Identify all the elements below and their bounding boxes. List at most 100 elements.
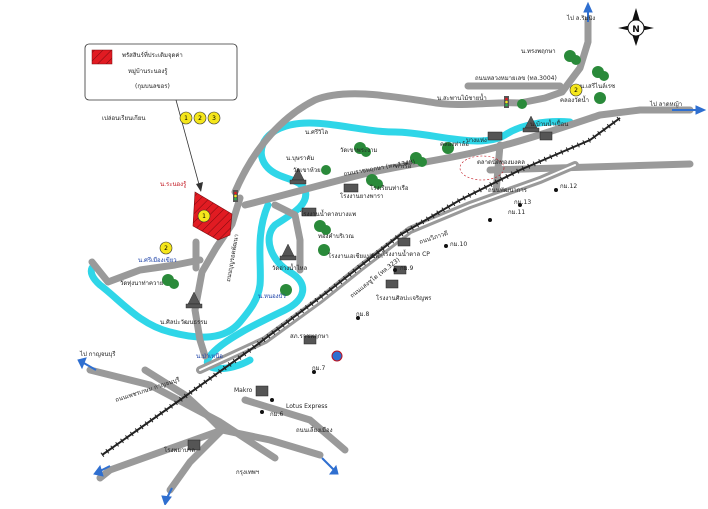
label-factory-f: โรงงานศิลปะเจริญพร bbox=[376, 294, 432, 302]
label-tha-ruea: ท่าเรือ bbox=[395, 162, 412, 170]
legend: พรัสสินร์ที่ประเดิมจุดค่า หมู่บ้านระนองร… bbox=[84, 43, 238, 101]
label-bridge: น.สะพานไม้ชายน้ำ bbox=[437, 92, 487, 102]
label-factory-e: โรงงานน้ำตาล CP bbox=[382, 248, 430, 258]
arrow-north-icon bbox=[583, 1, 593, 13]
label-nearby: ถนนเลี่ยงเมือง bbox=[296, 426, 333, 434]
label-wat-left: วัดทุ่งนาท่าควาย bbox=[120, 280, 163, 287]
legend-leader-line bbox=[175, 99, 201, 189]
legend-line-3: (กุมบนลขอร) bbox=[135, 83, 170, 90]
label-west-town: เปล่อนเรียนเกียน bbox=[102, 114, 145, 122]
label-wat-kho: วัดเขาห้วย bbox=[293, 167, 321, 174]
label-canal-right: น.บ้านน้ำเปื้อน bbox=[530, 118, 568, 128]
marker-site-2[interactable]: 2 bbox=[159, 241, 173, 255]
legend-line-2: หมู่บ้านระนองรู้ bbox=[128, 68, 168, 75]
marker-legend-2[interactable]: 2 bbox=[193, 111, 207, 125]
tree-icon bbox=[321, 165, 331, 175]
arrow-west-icon bbox=[77, 357, 87, 370]
label-factory-c: โรงงานเอเชียแปซิฟิก bbox=[328, 252, 383, 260]
label-wat-green: วัดเขาพระงาม bbox=[340, 147, 377, 154]
tree-icon bbox=[442, 142, 454, 154]
label-area2: น.ศรีเมืองเขียว bbox=[138, 256, 177, 264]
compass-letter: N bbox=[632, 25, 640, 35]
label-market-mid: ตลาดนัดทองมงคล bbox=[477, 159, 525, 166]
label-cp: ทองคำบริเวณ bbox=[318, 233, 354, 240]
highlight-circle bbox=[459, 155, 505, 181]
legend-line-1: พรัสสินร์ที่ประเดิมจุดค่า bbox=[122, 51, 183, 59]
roads bbox=[86, 16, 694, 494]
label-km11: กม.11 bbox=[508, 209, 525, 216]
svg-text:3: 3 bbox=[212, 115, 216, 122]
compass-icon: N bbox=[618, 8, 654, 46]
factory-icon bbox=[303, 335, 317, 345]
label-kho-sai: โรงเรียนท่าเรือ bbox=[370, 184, 409, 192]
temple-icon bbox=[289, 167, 307, 185]
label-school: น.ศรีวิไล bbox=[305, 128, 328, 136]
label-khlong-ta: คลองท่าล้อ bbox=[440, 141, 469, 148]
factory-icon bbox=[385, 279, 399, 289]
svg-text:1: 1 bbox=[184, 115, 188, 122]
label-road-south: ถนนพัฒนาการ bbox=[488, 187, 528, 194]
legend-swatch bbox=[91, 49, 113, 65]
factory-icon bbox=[301, 207, 317, 217]
label-ban-right: น.เสรีไนล์เรซ bbox=[580, 82, 615, 90]
tree-icon bbox=[318, 244, 330, 256]
railway bbox=[100, 115, 622, 458]
traffic-lights bbox=[233, 96, 509, 202]
label-km7: กม.7 bbox=[312, 365, 325, 372]
label-area-south: น.ศิลปะวัฒนธรรม bbox=[160, 319, 208, 326]
label-km6: กม.6 bbox=[270, 411, 283, 418]
tree-icon bbox=[564, 50, 581, 65]
traffic-light-icon bbox=[504, 96, 509, 108]
label-pa-nia: น.ป่าเหนือ bbox=[196, 352, 223, 360]
traffic-light-icon bbox=[233, 190, 238, 202]
arrow-east-icon bbox=[695, 105, 707, 115]
label-wat-thanam: วัดอ่างน้ำไหล bbox=[272, 262, 308, 272]
label-to-bkk: กรุงเทพฯ bbox=[236, 469, 259, 476]
arrow-southeast-icon bbox=[329, 464, 339, 475]
label-project: น.ระนองรู้ bbox=[160, 181, 187, 188]
label-km12: กม.12 bbox=[560, 183, 577, 190]
label-km13: กม.13 bbox=[514, 199, 531, 206]
mall-icon bbox=[187, 439, 201, 451]
river bbox=[87, 118, 574, 373]
tree-icon bbox=[354, 142, 371, 157]
label-makro: Makro bbox=[234, 387, 253, 394]
label-wat-nong: น.หนองบัว bbox=[258, 293, 286, 300]
label-rd-saeng: ถนนแสงชูโต (ทล.323) bbox=[348, 256, 401, 300]
label-nakhon-one: น.ทรงพฤกษา bbox=[521, 48, 556, 55]
arrow-south-icon bbox=[161, 495, 172, 507]
label-to-kan: ไป กาญจนบุรี bbox=[79, 350, 116, 358]
markers: 1 2 3 1 2 2 bbox=[159, 83, 583, 255]
marker-site-1[interactable]: 1 bbox=[197, 209, 211, 223]
factory-icon bbox=[397, 237, 411, 247]
label-police: สภ.ราชพฤกษา bbox=[290, 333, 329, 340]
marker-site-3[interactable]: 2 bbox=[569, 83, 583, 97]
label-km9: กม.9 bbox=[400, 265, 413, 272]
leader-arrow-icon bbox=[196, 182, 203, 192]
buildings bbox=[187, 131, 553, 451]
svg-text:1: 1 bbox=[202, 213, 206, 220]
tree-icon bbox=[280, 284, 292, 296]
police-station-icon bbox=[331, 350, 343, 362]
temples bbox=[185, 115, 540, 309]
svg-text:2: 2 bbox=[574, 87, 578, 94]
label-highway-no: ถนนหลวงหมายเลข (ทล.3004) bbox=[475, 75, 557, 82]
label-top-dir: ไป ล.ริมปิง bbox=[566, 14, 595, 22]
km-dots bbox=[260, 188, 558, 414]
marker-legend-1[interactable]: 1 bbox=[179, 111, 193, 125]
svg-text:2: 2 bbox=[198, 115, 202, 122]
marker-legend-3[interactable]: 3 bbox=[207, 111, 221, 125]
tree-icon bbox=[592, 66, 609, 81]
tree-icon bbox=[594, 92, 606, 104]
label-khlong-right: คลองวัดน้ำ bbox=[560, 94, 589, 104]
label-rubber: โรงงานยางพารา bbox=[340, 192, 384, 200]
svg-text:2: 2 bbox=[164, 245, 168, 252]
project-area[interactable] bbox=[192, 191, 233, 241]
temple-icon bbox=[279, 243, 297, 261]
temple-icon bbox=[522, 115, 540, 133]
label-station: ถนนวิภาวดี bbox=[418, 229, 449, 246]
label-to-lpk: ไป ลาดหญ้า bbox=[649, 100, 682, 108]
label-bu-sa: น.บุษราคัม bbox=[286, 155, 314, 162]
